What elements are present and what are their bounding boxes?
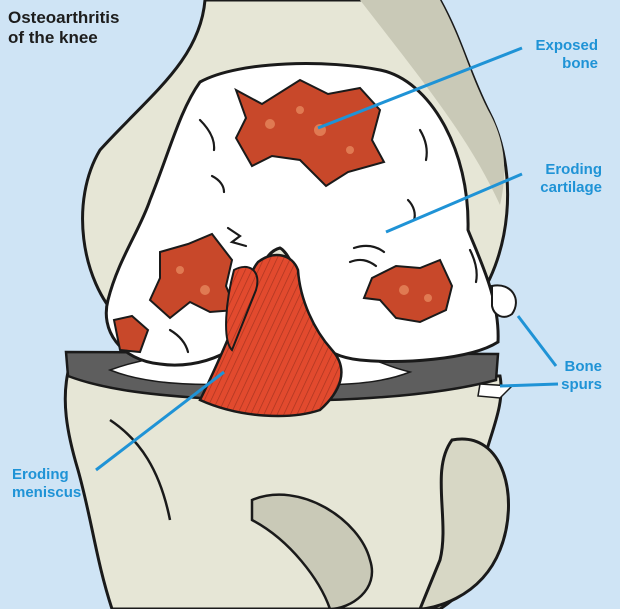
leader-lines bbox=[95, 46, 559, 472]
label-eroding-meniscus: Eroding meniscus bbox=[12, 466, 82, 501]
label-eroding-cartilage: Eroding cartilage bbox=[540, 161, 602, 196]
label-exposed-bone: Exposed bone bbox=[535, 37, 598, 72]
tibia-contour bbox=[250, 493, 374, 609]
ligament-left bbox=[225, 265, 259, 352]
femur-shadow bbox=[360, 0, 505, 205]
label-bone-spurs: Bone spurs bbox=[561, 358, 602, 393]
exposed-bone-patch-left bbox=[148, 232, 238, 320]
fibula-head bbox=[418, 437, 511, 609]
exposed-bone-patch-small bbox=[112, 314, 150, 354]
tibia-contour-2 bbox=[109, 418, 172, 521]
crack-marks bbox=[168, 118, 478, 354]
exposed-bone-patch-top bbox=[234, 78, 386, 188]
bone-spur-upper bbox=[491, 284, 517, 318]
diagram-title: Osteoarthritis of the knee bbox=[8, 8, 120, 47]
